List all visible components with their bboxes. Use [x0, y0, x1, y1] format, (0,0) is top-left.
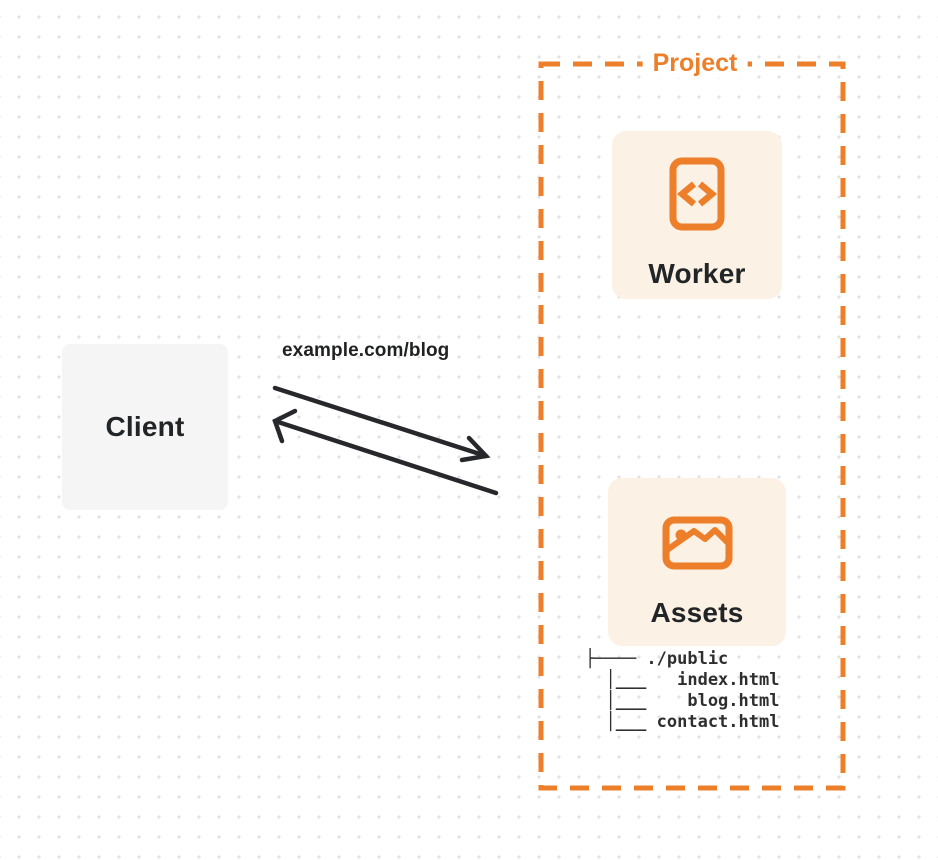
tree-line-public: ├──── ./public — [585, 649, 729, 669]
tree-line-contact: │___ contact.html — [585, 712, 780, 732]
worker-node: Worker — [612, 131, 782, 299]
assets-label: Assets — [650, 597, 744, 628]
image-icon — [662, 516, 733, 575]
tree-line-blog: │___ blog.html — [585, 691, 780, 711]
project-container: Project — [538, 48, 846, 791]
worker-label: Worker — [648, 258, 746, 289]
tree-line-index: │___ index.html — [585, 670, 780, 690]
client-node: Client — [62, 344, 228, 510]
assets-file-tree: ├──── ./public │___ index.html │___ blog… — [585, 649, 779, 733]
request-url-label: example.com/blog — [282, 340, 450, 361]
client-label: Client — [105, 411, 185, 442]
project-label: Project — [642, 48, 748, 78]
request-arrow — [272, 385, 491, 463]
code-file-icon — [669, 157, 725, 236]
assets-node: Assets — [608, 478, 786, 646]
response-arrow — [272, 408, 499, 496]
